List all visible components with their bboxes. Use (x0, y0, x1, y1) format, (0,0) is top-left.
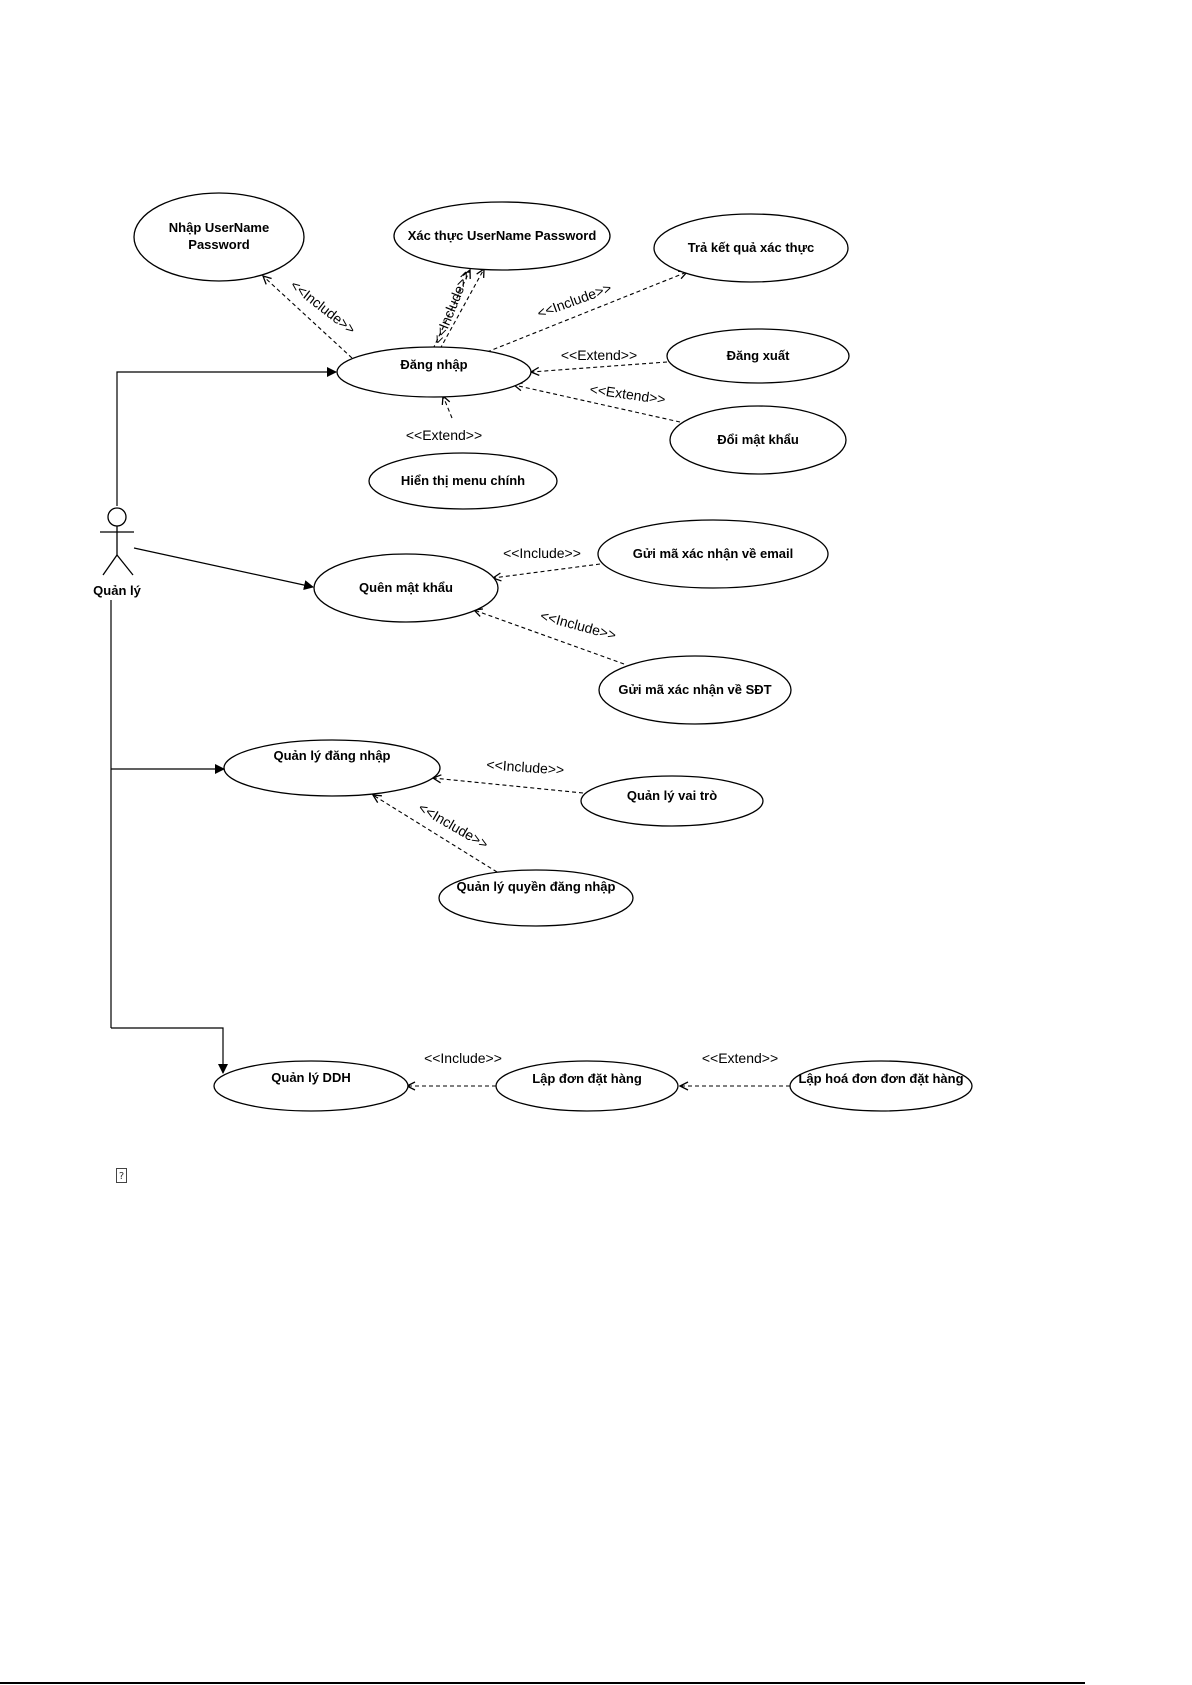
use-case-dang-xuat[interactable]: Đăng xuất (666, 328, 850, 384)
use-case-label: Lập đơn đặt hàng (532, 1071, 642, 1086)
actor-quan-ly[interactable]: Quản lý (93, 507, 142, 598)
label-extend-hien-thi-menu: <<Extend>> (406, 427, 482, 443)
use-case-gui-ma-sdt[interactable]: Gửi mã xác nhận về SĐT (598, 655, 792, 725)
use-case-shape (133, 192, 305, 282)
use-case-label-line-2: Password (188, 237, 249, 252)
label-extend-lap-hoa-don: <<Extend>> (702, 1050, 778, 1066)
label-include-xac-thuc: <<Include>> (429, 268, 473, 346)
label-include-nhap-username: <<Include>> (287, 277, 358, 338)
use-case-label: Quản lý quyền đăng nhập (457, 879, 616, 894)
dep-include-nhap-username (263, 276, 353, 359)
use-case-label: Hiển thị menu chính (401, 473, 525, 488)
use-case-label-line-1: Nhập UserName (169, 220, 269, 235)
use-case-shape (223, 739, 441, 797)
label-include-tra-ket-qua: <<Include>> (535, 279, 614, 321)
dep-include-xac-thuc-a (432, 270, 470, 350)
label-include-lap-don: <<Include>> (424, 1050, 502, 1066)
actor-associations (110, 367, 337, 1074)
use-case-shape (597, 519, 829, 589)
actor-leg-right (116, 554, 134, 576)
actor-head (107, 507, 127, 527)
dependencies (263, 269, 790, 1086)
use-case-label: Quản lý DDH (271, 1070, 350, 1085)
use-case-quan-ly-dang-nhap[interactable]: Quản lý đăng nhập (223, 739, 441, 797)
use-case-shape (213, 1060, 409, 1112)
label-include-gui-ma-email: <<Include>> (503, 545, 581, 561)
actor-label: Quản lý (93, 583, 141, 598)
use-case-label: Đăng nhập (400, 357, 467, 372)
use-case-xac-thuc[interactable]: Xác thực UserName Password (393, 201, 611, 271)
dep-include-tra-ket-qua (486, 272, 687, 353)
dep-include-xac-thuc-b (439, 269, 484, 350)
use-case-nhap-username[interactable]: Nhập UserName Password (133, 192, 305, 282)
label-extend-doi-mat-khau: <<Extend>> (589, 381, 667, 407)
dep-extend-doi-mat-khau (514, 385, 681, 423)
use-case-shape (653, 213, 849, 283)
use-case-label: Quản lý đăng nhập (273, 748, 390, 763)
use-case-gui-ma-email[interactable]: Gửi mã xác nhận về email (597, 519, 829, 589)
use-case-shape (666, 328, 850, 384)
use-case-lap-don[interactable]: Lập đơn đặt hàng (495, 1060, 679, 1112)
dep-include-quan-ly-vai-tro (433, 778, 584, 794)
assoc-dang-nhap (116, 367, 337, 506)
use-case-quen-mat-khau[interactable]: Quên mật khẩu (313, 553, 499, 623)
use-case-shape (313, 553, 499, 623)
use-case-quan-ly-quyen[interactable]: Quản lý quyền đăng nhập (438, 869, 634, 927)
assoc-quen-mat-khau (133, 547, 314, 590)
use-case-doi-mat-khau[interactable]: Đổi mật khẩu (669, 405, 847, 475)
dep-extend-hien-thi-menu (443, 396, 453, 419)
label-include-quan-ly-quyen: <<Include>> (416, 799, 491, 852)
label-include-quan-ly-vai-tro: <<Include>> (486, 756, 565, 777)
dep-extend-dang-xuat (531, 361, 668, 372)
dep-include-gui-ma-email (493, 563, 601, 578)
use-case-label: Gửi mã xác nhận về email (633, 546, 793, 561)
dep-include-gui-ma-sdt (474, 610, 625, 665)
use-case-tra-ket-qua[interactable]: Trả kết quả xác thực (653, 213, 849, 283)
use-case-lap-hoa-don[interactable]: Lập hoá đơn đơn đặt hàng (789, 1060, 973, 1112)
use-case-shape (495, 1060, 679, 1112)
assoc-quan-ly-ddh (111, 1027, 228, 1074)
use-case-shape (789, 1060, 973, 1112)
use-case-label: Lập hoá đơn đơn đặt hàng (798, 1071, 963, 1086)
actor-leg-left (102, 554, 118, 576)
use-case-shape (669, 405, 847, 475)
use-case-shape (598, 655, 792, 725)
use-case-label: Quên mật khẩu (359, 580, 453, 595)
dep-include-quan-ly-quyen (373, 795, 498, 873)
use-case-quan-ly-ddh[interactable]: Quản lý DDH (213, 1060, 409, 1112)
use-case-quan-ly-vai-tro[interactable]: Quản lý vai trò (580, 775, 764, 827)
use-case-label: Quản lý vai trò (627, 788, 717, 803)
use-case-label: Xác thực UserName Password (408, 228, 597, 243)
use-case-shape (393, 201, 611, 271)
use-case-label: Trả kết quả xác thực (688, 240, 814, 255)
use-case-shape (368, 452, 558, 510)
use-case-label: Gửi mã xác nhận về SĐT (618, 682, 771, 697)
label-extend-dang-xuat: <<Extend>> (561, 347, 637, 363)
use-case-dang-nhap[interactable]: Đăng nhập (336, 346, 532, 398)
use-case-shape (438, 869, 634, 927)
use-case-shape (580, 775, 764, 827)
use-case-label: Đăng xuất (727, 348, 791, 363)
footer-divider (0, 1682, 1085, 1684)
use-case-hien-thi-menu[interactable]: Hiển thị menu chính (368, 452, 558, 510)
use-case-shape (336, 346, 532, 398)
use-case-label: Đổi mật khẩu (717, 432, 799, 447)
missing-image-icon: ? (116, 1168, 127, 1183)
